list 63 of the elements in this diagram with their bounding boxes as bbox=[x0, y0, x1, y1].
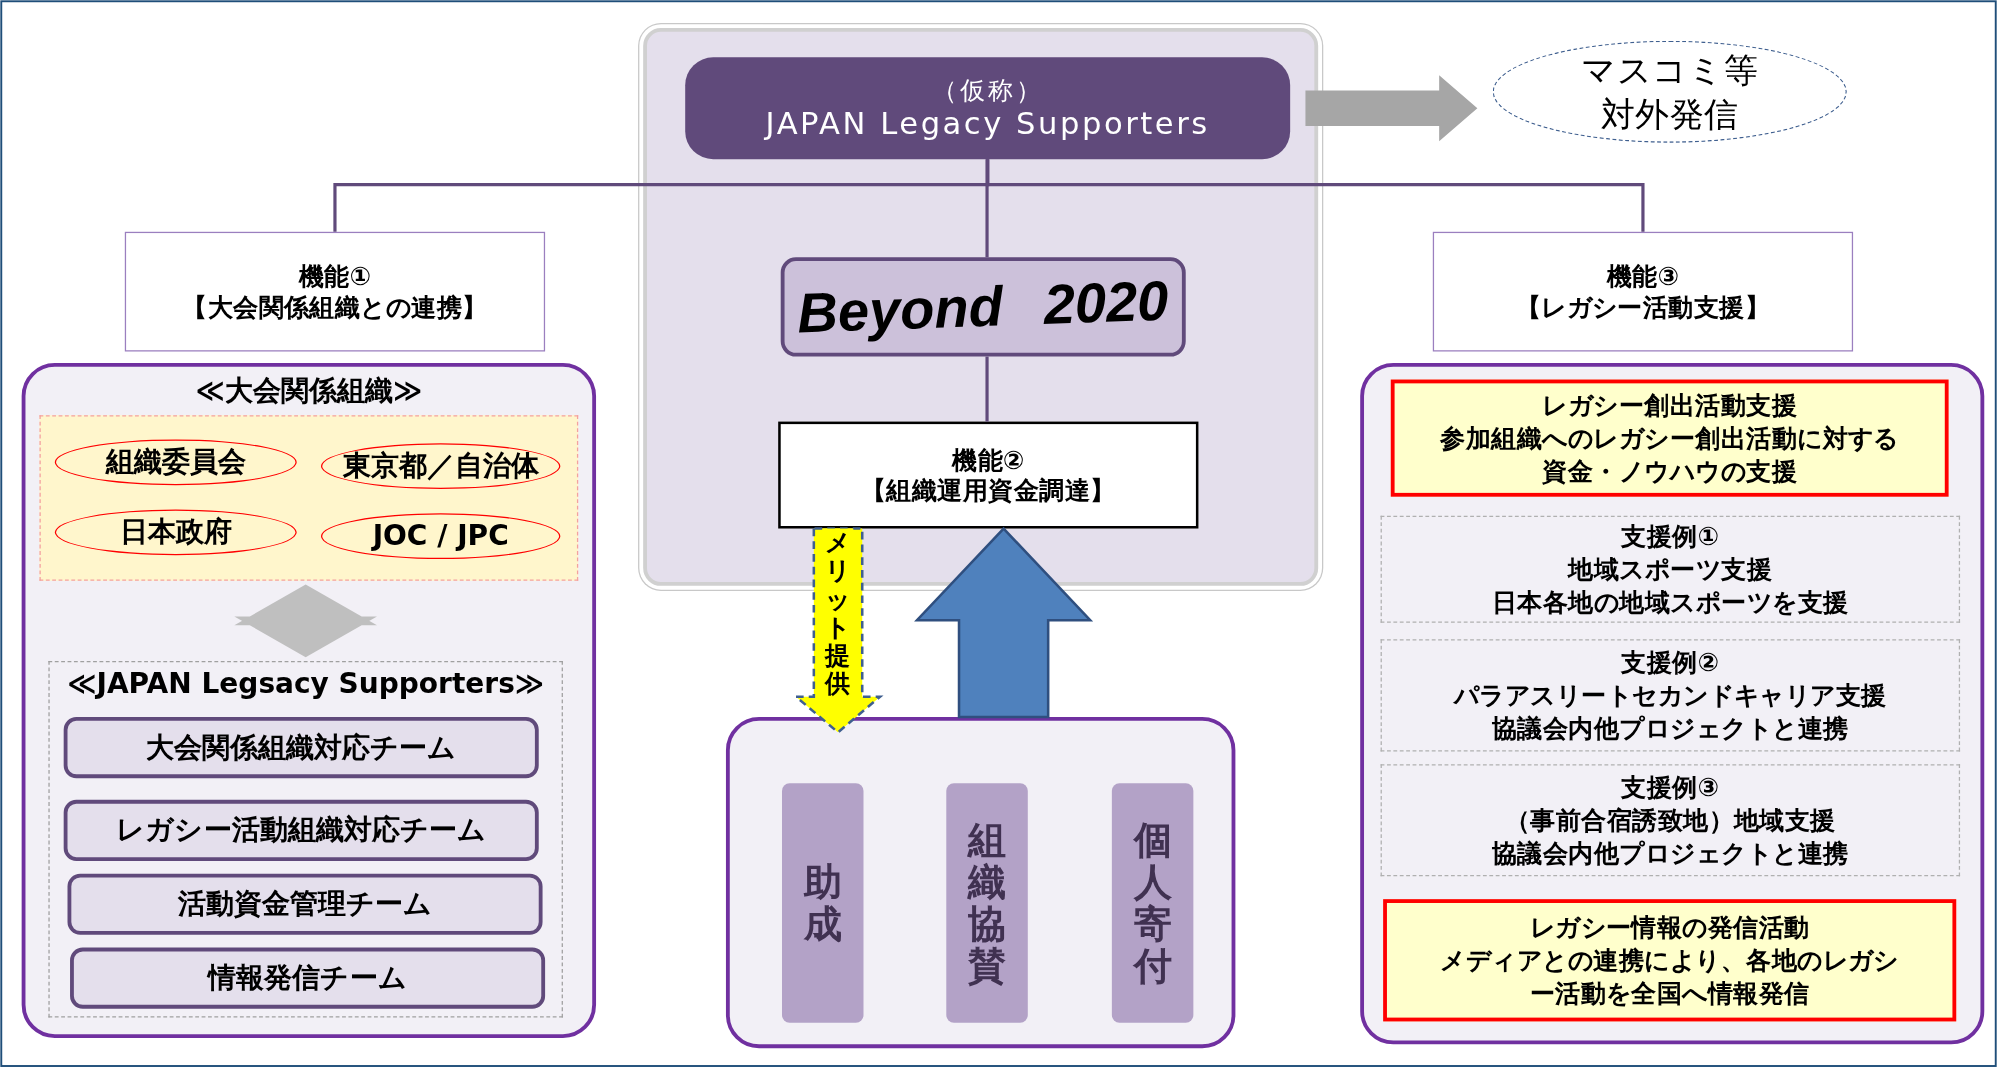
heading: （仮称） bbox=[931, 74, 1044, 106]
team-box bbox=[67, 873, 543, 935]
group-panel bbox=[725, 717, 1236, 1049]
label: 助成 bbox=[802, 860, 843, 945]
connector-line bbox=[985, 356, 989, 422]
function-box bbox=[1432, 231, 1854, 352]
label: マスコミ等対外発信 bbox=[1580, 48, 1760, 136]
funding-pillar bbox=[782, 783, 864, 1023]
group-panel bbox=[1360, 363, 1985, 1045]
function-box bbox=[124, 231, 546, 352]
label: 【組織運用資金調達】 bbox=[860, 475, 1116, 506]
heading: 支援例① bbox=[1621, 519, 1720, 553]
label: 日本各地の地域スポーツを支援 bbox=[1492, 586, 1849, 619]
team-box bbox=[63, 717, 539, 779]
label: メディアとの連携により、各地のレガシー活動を全国へ情報発信 bbox=[1439, 944, 1900, 1010]
label: （事前合宿誘致地）地域支援 bbox=[1504, 803, 1836, 837]
label: レガシー活動組織対応チーム bbox=[115, 813, 487, 848]
label: 【大会関係組織との連携】 bbox=[182, 291, 488, 323]
label: 個人寄付 bbox=[1132, 818, 1173, 988]
heading: 支援例② bbox=[1621, 646, 1720, 679]
heading: 支援例③ bbox=[1621, 770, 1720, 804]
block-arrow bbox=[914, 526, 1094, 719]
label: 大会関係組織対応チーム bbox=[145, 730, 457, 765]
highlight-box bbox=[1390, 379, 1949, 497]
label: 参加組織へのレガシー創出活動に対する資金・ノウハウの支援 bbox=[1440, 421, 1899, 488]
label: 【レガシー活動支援】 bbox=[1515, 291, 1771, 323]
label: 活動資金管理チーム bbox=[177, 887, 433, 922]
funding-pillar bbox=[1111, 783, 1194, 1023]
label: 情報発信チーム bbox=[208, 961, 407, 995]
title-box bbox=[685, 57, 1291, 160]
example-box bbox=[1380, 639, 1961, 752]
example-box bbox=[1380, 764, 1961, 877]
connector-line bbox=[985, 159, 989, 258]
label: Beyond 2020 bbox=[796, 267, 1170, 346]
edge-label: メリット提供 bbox=[822, 528, 854, 697]
label: 組織委員会 bbox=[105, 445, 246, 480]
team-box bbox=[70, 947, 546, 1009]
heading: 機能① bbox=[298, 261, 372, 292]
function-box bbox=[778, 421, 1199, 529]
label: ≪大会関係組織≫ bbox=[195, 374, 423, 409]
label: ≪JAPAN Legsacy Supporters≫ bbox=[67, 667, 545, 701]
label: JAPAN Legacy Supporters bbox=[765, 105, 1210, 142]
heading: レガシー情報の発信活動 bbox=[1529, 910, 1810, 944]
group-panel bbox=[39, 415, 579, 581]
block-arrow bbox=[234, 584, 377, 658]
label: 地域スポーツ支援 bbox=[1568, 553, 1773, 586]
block-arrow bbox=[1305, 75, 1478, 142]
funding-pillar bbox=[946, 783, 1028, 1023]
label: 日本政府 bbox=[119, 515, 232, 550]
label: 協議会内他プロジェクトと連携 bbox=[1492, 712, 1849, 746]
group-panel bbox=[21, 363, 597, 1038]
team-box bbox=[63, 799, 539, 861]
heading: 機能③ bbox=[1606, 261, 1680, 292]
label: 協議会内他プロジェクトと連携 bbox=[1492, 837, 1849, 870]
label: 東京都／自治体 bbox=[342, 449, 539, 483]
label: 組織協賛 bbox=[967, 818, 1008, 988]
label: JOC / JPC bbox=[372, 519, 509, 553]
highlight-box bbox=[1383, 899, 1957, 1022]
heading: 機能② bbox=[952, 444, 1025, 476]
title-box bbox=[780, 257, 1186, 357]
label: パラアスリートセカンドキャリア支援 bbox=[1453, 679, 1887, 712]
heading: レガシー創出活動支援 bbox=[1542, 388, 1798, 422]
example-box bbox=[1380, 515, 1961, 623]
